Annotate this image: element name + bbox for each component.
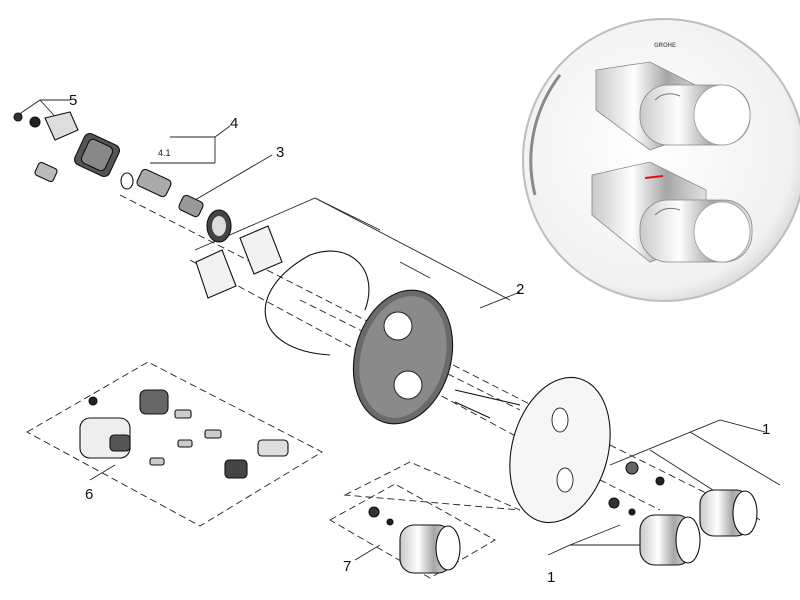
callout-4: 4	[230, 115, 238, 132]
handle-upper	[625, 461, 758, 537]
group-7-parts	[368, 506, 461, 574]
callout-1-lower: 1	[547, 569, 555, 586]
part-3-rings	[178, 194, 283, 299]
product-photo: GROHE	[522, 18, 800, 302]
group-7-box	[329, 483, 496, 579]
thermostat-cartridge	[74, 132, 172, 198]
callout-3: 3	[276, 144, 284, 161]
callout-6: 6	[85, 486, 93, 503]
group-6-box	[26, 361, 323, 527]
group-5-parts	[13, 111, 79, 183]
cover-plate-exploded	[509, 376, 611, 524]
callout-7: 7	[343, 558, 351, 575]
group-7-box-upper	[343, 461, 521, 511]
mounting-plate	[352, 289, 521, 425]
brand-logo: GROHE	[654, 43, 676, 49]
callout-4-1: 4.1	[158, 148, 171, 158]
callout-labels: 5 4 4.1 3 2 1 1 6 7	[69, 92, 770, 586]
handle-lower	[608, 497, 701, 566]
leader-lines	[17, 99, 781, 561]
callout-1-upper: 1	[762, 421, 770, 438]
upper-handle	[595, 61, 751, 151]
callout-5: 5	[69, 92, 77, 109]
snap-ring	[264, 250, 370, 356]
callout-2: 2	[516, 281, 524, 298]
group-6-parts	[79, 389, 289, 479]
lower-handle	[591, 161, 753, 263]
